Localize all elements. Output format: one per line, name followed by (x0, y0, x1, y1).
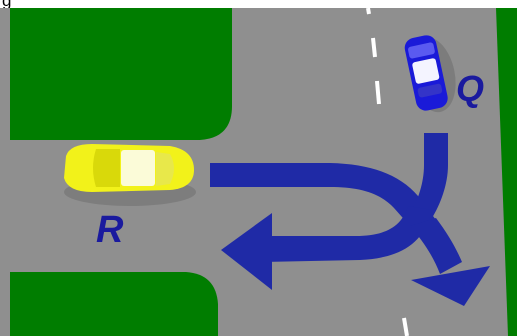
lane-dash (373, 38, 375, 57)
grass-top-left (10, 8, 232, 140)
vehicle-r-label: R (96, 209, 124, 251)
vehicle-r-windscreen (156, 152, 174, 186)
lane-dash (377, 81, 379, 104)
vehicle-r (64, 144, 196, 206)
vehicle-q-label: Q (456, 68, 484, 109)
vehicle-r-roof (121, 150, 155, 186)
vehicle-r-rear-window (93, 149, 120, 187)
grass-bottom-left (10, 272, 218, 336)
lane-dash (368, 8, 369, 14)
